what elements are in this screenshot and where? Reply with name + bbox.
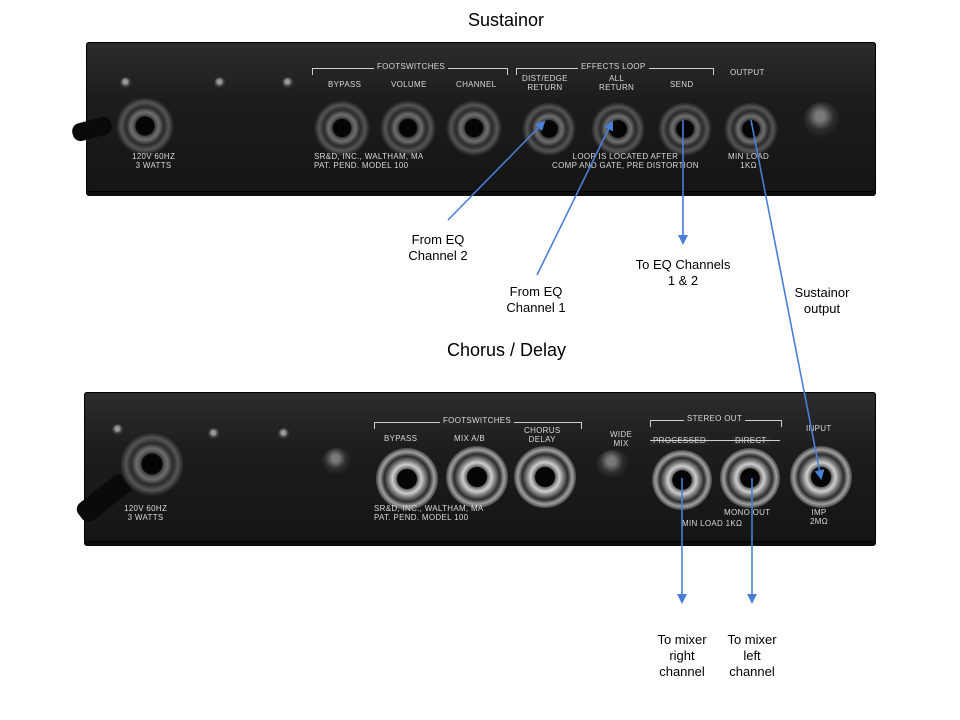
channel-label: CHANNEL [456,80,497,89]
footswitches-header: FOOTSWITCHES [440,416,515,425]
footswitches-header: FOOTSWITCHES [374,62,449,71]
direct-out-jack[interactable] [720,448,780,508]
effects-loop-header: EFFECTS LOOP [578,62,649,71]
input-label: INPUT [806,424,832,433]
volume-label: VOLUME [391,80,427,89]
output-label: OUTPUT [730,68,765,77]
input-jack[interactable] [790,446,852,508]
all-return-jack[interactable] [591,102,645,156]
wide-mix-switch[interactable] [596,450,630,478]
volume-jack[interactable] [380,100,436,156]
sustainor-title: Sustainor [468,10,545,30]
dist-edge-return-jack[interactable] [522,102,576,156]
stereo-out-header: STEREO OUT [684,414,746,423]
indicator-led [282,77,294,89]
power-inlet [116,97,174,155]
ground-knob [804,102,840,138]
stereo-out-divider [650,440,780,441]
mix-ab-label: MIX A/B [454,434,485,443]
bypass-jack[interactable] [376,448,438,510]
min-load-label: MIN LOAD 1KΩ [682,519,743,528]
mix-ab-jack[interactable] [446,446,508,508]
indicator-led [278,428,290,440]
chorus-delay-jack[interactable] [514,446,576,508]
led-lamp [322,448,352,474]
channel-jack[interactable] [446,100,502,156]
output-jack[interactable] [724,102,778,156]
send-jack[interactable] [658,102,712,156]
bypass-label: BYPASS [328,80,362,89]
mono-out-label: MONO OUT [724,508,771,517]
indicator-led [112,424,124,436]
power-cord [70,115,114,143]
indicator-led [208,428,220,440]
bypass-label: BYPASS [384,434,418,443]
chorus-delay-title: Chorus / Delay [447,340,567,360]
indicator-led [120,77,132,89]
processed-out-jack[interactable] [652,450,712,510]
indicator-led [214,77,226,89]
power-inlet [120,432,184,496]
send-label: SEND [670,80,694,89]
bypass-jack[interactable] [314,100,370,156]
